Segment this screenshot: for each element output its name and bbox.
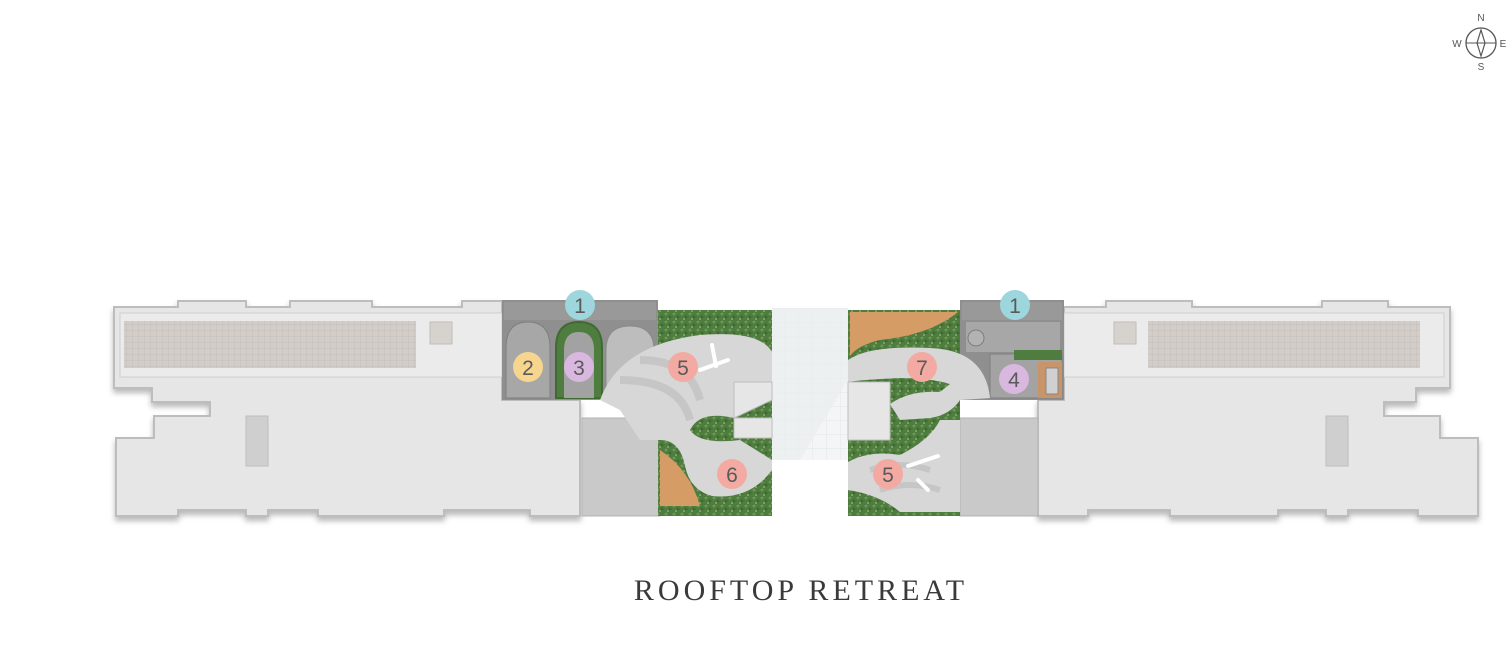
marker-label: 2 [522,357,534,380]
right-deck [850,312,958,356]
marker-5-left: 5 [668,352,698,382]
marker-label: 3 [573,357,585,380]
marker-circle [668,352,698,382]
left-lounge-chair-icon [698,343,730,372]
marker-label: 5 [677,357,689,380]
marker-circle [999,364,1029,394]
compass-rose: N S W E [1452,13,1506,73]
compass-south: S [1478,62,1485,73]
marker-6: 6 [717,459,747,489]
marker-label: 1 [1009,295,1021,318]
left-skylight [429,321,453,345]
left-vent-shaft [245,415,269,467]
marker-circle [717,459,747,489]
compass-north: N [1477,13,1484,24]
left-building-wing [113,300,773,517]
left-solar-panel-array [124,321,416,368]
right-solar-panel-array [1148,321,1420,368]
plan-title: ROOFTOP RETREAT [634,574,968,607]
marker-2: 2 [513,352,543,382]
marker-circle [907,352,937,382]
marker-1-right: 1 [1000,290,1030,320]
right-service-block [959,417,1039,517]
right-vent-shaft [1325,415,1349,467]
right-skylight [1113,321,1137,345]
marker-label: 4 [1008,369,1020,392]
marker-3: 3 [564,352,594,382]
marker-circle [873,459,903,489]
compass-west: W [1452,39,1462,50]
marker-label: 6 [726,464,738,487]
marker-circle [1000,290,1030,320]
marker-circle [513,352,543,382]
marker-circle [565,290,595,320]
left-deck [660,450,700,506]
right-building-wing [847,300,1479,517]
marker-5-right: 5 [873,459,903,489]
compass-east: E [1500,39,1506,50]
marker-7: 7 [907,352,937,382]
marker-label: 5 [882,464,894,487]
marker-4: 4 [999,364,1029,394]
marker-label: 1 [574,295,586,318]
right-garden-path [848,347,990,420]
right-lounge-chair-icon [906,454,940,492]
compass-needle-icon [1476,27,1486,59]
marker-1-left: 1 [565,290,595,320]
central-bridge [772,308,848,460]
marker-label: 7 [916,357,928,380]
marker-circle [564,352,594,382]
